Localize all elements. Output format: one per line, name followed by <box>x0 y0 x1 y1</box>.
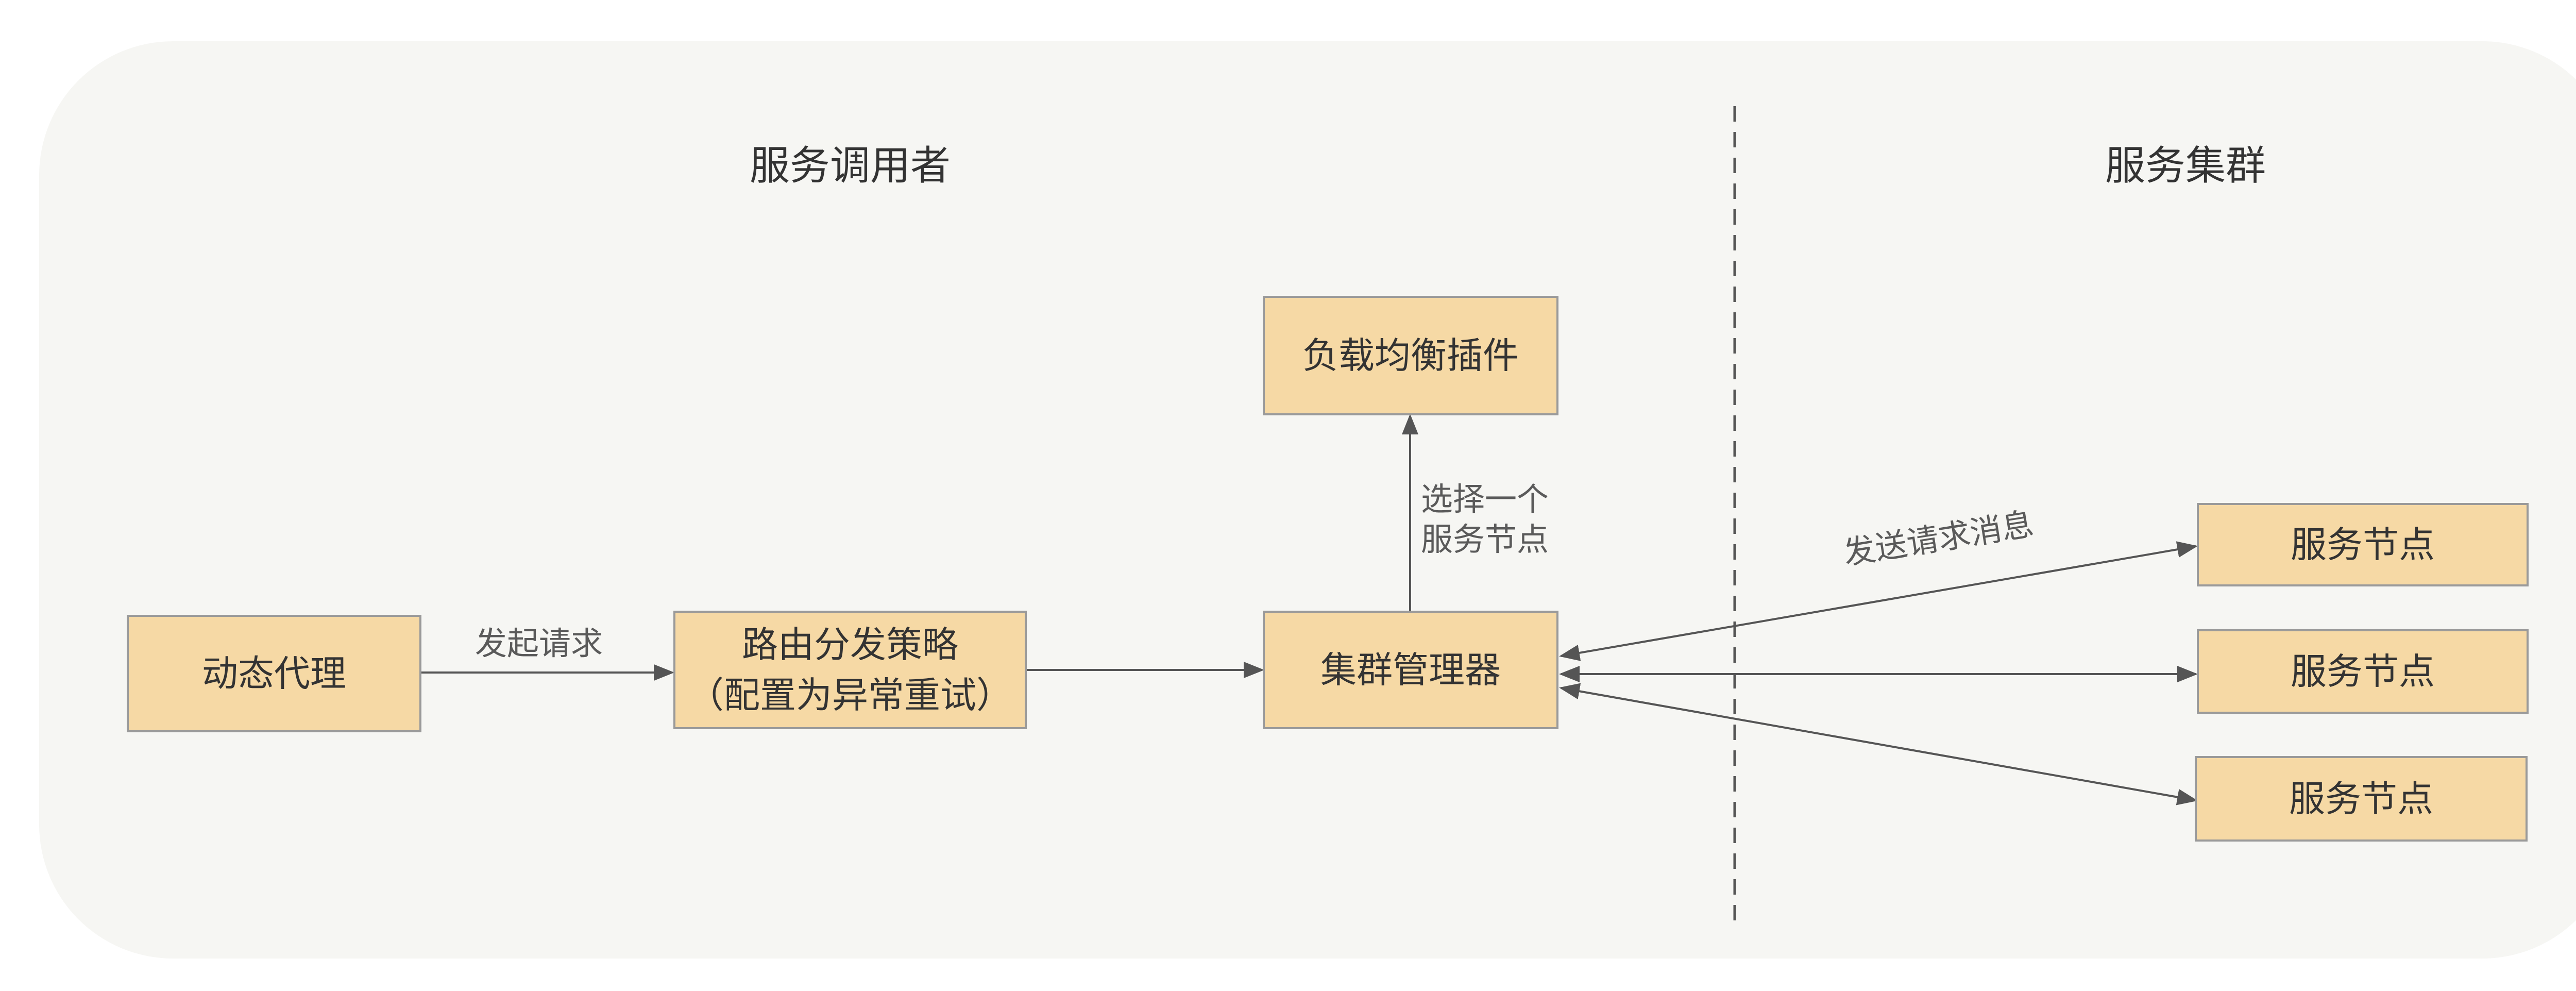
caller-section-title: 服务调用者 <box>749 143 951 189</box>
cluster-section-title: 服务集群 <box>2105 143 2266 189</box>
routing-strategy-node: 路由分发策略 （配置为异常重试） <box>673 611 1027 729</box>
dynamic-proxy-node: 动态代理 <box>127 615 421 732</box>
cluster-manager-label: 集群管理器 <box>1320 649 1501 691</box>
diagram-panel <box>39 41 2576 959</box>
service-node-label: 服务节点 <box>2289 778 2433 820</box>
arrow-manager-to-node-3 <box>1559 683 2198 805</box>
routing-strategy-note: （配置为异常重试） <box>688 674 1012 716</box>
select-node-label-line1: 选择一个 <box>1421 480 1549 518</box>
service-node-label: 服务节点 <box>2291 650 2435 693</box>
service-node-1: 服务节点 <box>2197 503 2529 586</box>
cluster-manager-node: 集群管理器 <box>1263 611 1558 729</box>
dynamic-proxy-label: 动态代理 <box>202 652 346 695</box>
service-node-2: 服务节点 <box>2197 629 2529 714</box>
arrow-manager-to-node-1 <box>1559 541 2198 661</box>
load-balance-plugin-node: 负载均衡插件 <box>1263 296 1558 415</box>
service-node-3: 服务节点 <box>2195 756 2528 842</box>
load-balance-plugin-label: 负载均衡插件 <box>1302 334 1519 377</box>
select-node-label-line2: 服务节点 <box>1421 520 1549 558</box>
service-node-label: 服务节点 <box>2291 524 2435 566</box>
routing-strategy-label: 路由分发策略 <box>742 624 958 666</box>
select-node-label: 选择一个 服务节点 <box>1421 479 1549 559</box>
send-request-label: 发起请求 <box>475 625 603 662</box>
